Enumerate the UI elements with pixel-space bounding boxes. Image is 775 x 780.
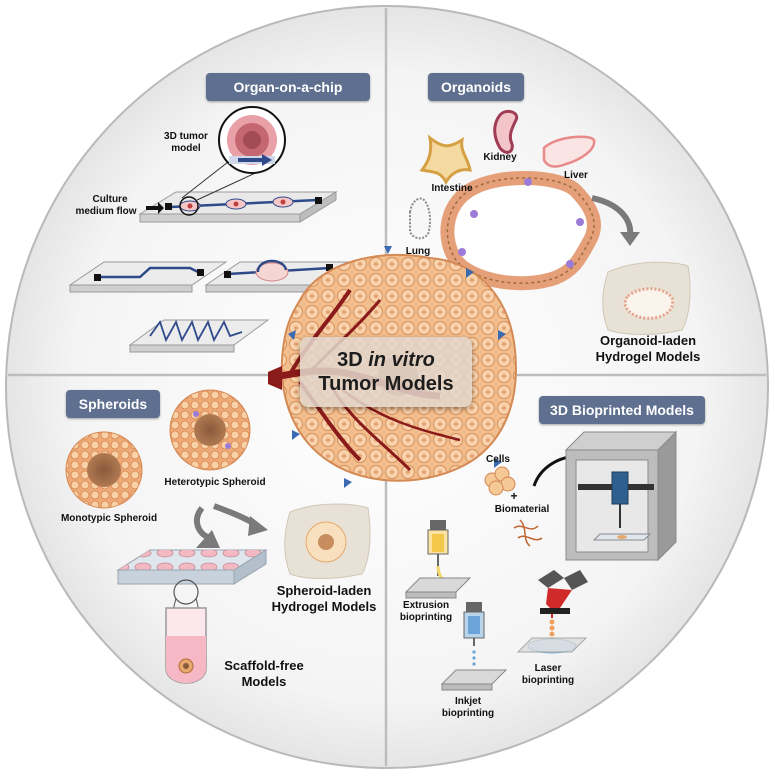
label-intestine: Intestine <box>431 183 473 194</box>
label-scaffold-free-line2: Models <box>241 674 287 689</box>
label-spheroid-hydrogel-line1: Spheroid-laden <box>276 583 372 598</box>
label-medium-flow: medium flow <box>75 206 137 217</box>
well-plate-icon <box>116 549 268 585</box>
organoids-illustration <box>409 109 691 335</box>
label-model: model <box>171 143 201 154</box>
flow-arrow-icon <box>146 202 164 214</box>
kidney-icon <box>493 109 519 154</box>
label-cells: Cells <box>486 454 510 465</box>
section-title-organ-on-chip: Organ-on-a-chip <box>206 73 370 101</box>
laser-printer-icon <box>516 570 588 654</box>
label-extrusion-line1: Extrusion <box>402 600 450 611</box>
bioprinter-icon <box>564 430 678 562</box>
section-title-spheroids: Spheroids <box>66 390 160 418</box>
organ-on-chip-illustration <box>68 106 366 353</box>
extrusion-printer-icon <box>404 520 472 599</box>
cells-icon <box>484 466 516 496</box>
label-plus: + <box>510 489 518 503</box>
liver-icon <box>542 135 596 168</box>
inkjet-printer-icon <box>440 602 508 691</box>
label-liver: Liver <box>564 170 588 181</box>
label-organoid-hydrogel-line1: Organoid-laden <box>599 333 697 348</box>
label-scaffold-free-line1: Scaffold-free <box>224 658 304 673</box>
label-culture: Culture <box>92 194 128 205</box>
central-title-box: 3D in vitro Tumor Models <box>300 337 472 407</box>
lung-icon <box>409 197 432 240</box>
label-monotypic-spheroid: Monotypic Spheroid <box>60 513 158 524</box>
label-laser-line2: bioprinting <box>521 675 575 686</box>
intestine-icon <box>419 134 472 186</box>
label-organoid-hydrogel-line2: Hydrogel Models <box>595 349 701 364</box>
label-3d-tumor: 3D tumor <box>164 131 208 142</box>
central-title-line1: 3D in vitro <box>337 349 435 371</box>
label-heterotypic-spheroid: Heterotypic Spheroid <box>164 477 266 488</box>
section-title-bioprinted: 3D Bioprinted Models <box>539 396 705 424</box>
biomaterial-icon <box>513 519 543 547</box>
section-title-organoids: Organoids <box>428 73 524 101</box>
label-extrusion-line2: bioprinting <box>399 612 453 623</box>
label-biomaterial: Biomaterial <box>494 504 550 515</box>
label-laser-line1: Laser <box>534 663 562 674</box>
label-inkjet-line2: bioprinting <box>441 708 495 719</box>
central-title-line2: Tumor Models <box>318 373 454 395</box>
label-spheroid-hydrogel-line2: Hydrogel Models <box>271 599 377 614</box>
spheroids-illustration <box>65 389 371 684</box>
bioprinted-illustration <box>404 430 678 691</box>
label-inkjet-line1: Inkjet <box>454 696 482 707</box>
label-kidney: Kidney <box>483 152 517 163</box>
label-lung: Lung <box>405 246 431 257</box>
